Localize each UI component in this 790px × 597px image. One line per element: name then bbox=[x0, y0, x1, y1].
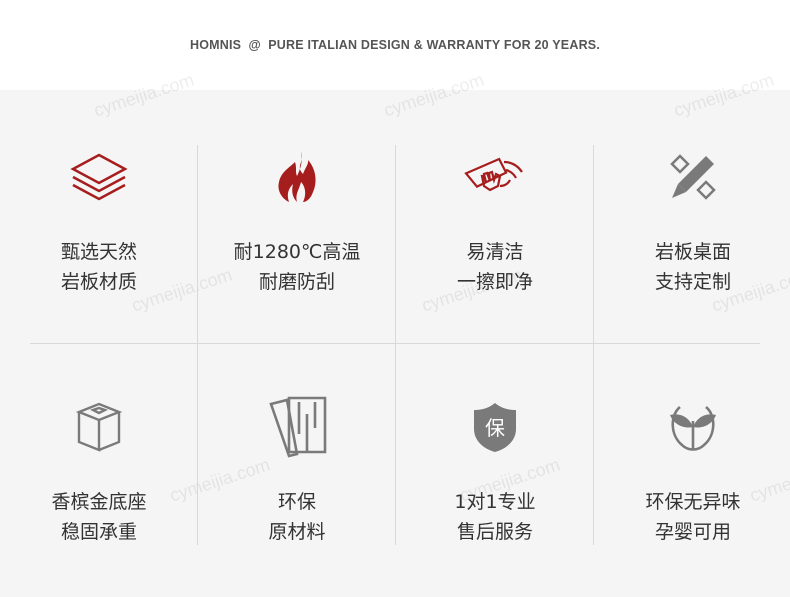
feature-eco-material: 环保原材料 bbox=[198, 396, 396, 547]
feature-title: 环保无异味 bbox=[645, 491, 741, 513]
feature-subtitle: 稳固承重 bbox=[60, 521, 137, 543]
feature-subtitle: 售后服务 bbox=[456, 521, 533, 543]
feature-title: 1对1专业 bbox=[454, 491, 536, 513]
feature-subtitle: 支持定制 bbox=[654, 271, 731, 293]
layers-icon bbox=[70, 153, 128, 201]
divider bbox=[30, 343, 760, 344]
feature-subtitle: 岩板材质 bbox=[60, 271, 137, 293]
sprout-icon bbox=[670, 405, 716, 451]
divider bbox=[197, 145, 198, 545]
feature-after-sales: 保 1对1专业售后服务 bbox=[396, 397, 594, 547]
feature-easy-clean: 易清洁一擦即净 bbox=[396, 147, 594, 297]
boards-icon bbox=[269, 396, 327, 458]
feature-title: 耐1280℃高温 bbox=[233, 241, 361, 263]
flame-icon bbox=[278, 152, 316, 202]
divider bbox=[395, 145, 396, 545]
wipe-hand-icon bbox=[464, 157, 523, 192]
feature-subtitle: 耐磨防刮 bbox=[258, 271, 335, 293]
feature-odorless: 环保无异味孕婴可用 bbox=[594, 397, 790, 547]
shield-icon bbox=[474, 403, 516, 452]
shield-badge-text: 保 bbox=[485, 416, 505, 440]
feature-natural-slab: 甄选天然岩板材质 bbox=[0, 147, 198, 297]
feature-customizable: 岩板桌面支持定制 bbox=[594, 147, 790, 297]
feature-title: 易清洁 bbox=[466, 241, 524, 263]
pencil-ruler-icon bbox=[670, 154, 716, 200]
feature-title: 甄选天然 bbox=[60, 241, 137, 263]
feature-title: 岩板桌面 bbox=[654, 241, 731, 263]
feature-subtitle: 原材料 bbox=[268, 521, 326, 543]
feature-gold-base: 香槟金底座稳固承重 bbox=[0, 397, 198, 547]
divider bbox=[593, 145, 594, 545]
feature-title: 环保 bbox=[277, 491, 316, 513]
feature-subtitle: 孕婴可用 bbox=[654, 521, 731, 543]
slogan: HOMNIS @ PURE ITALIAN DESIGN & WARRANTY … bbox=[189, 38, 601, 52]
feature-subtitle: 一擦即净 bbox=[456, 271, 533, 293]
feature-title: 香槟金底座 bbox=[51, 491, 147, 513]
box-base-icon bbox=[75, 402, 123, 452]
header: HOMNIS @ PURE ITALIAN DESIGN & WARRANTY … bbox=[0, 0, 790, 90]
feature-heat-resistant: 耐1280℃高温耐磨防刮 bbox=[198, 147, 396, 297]
